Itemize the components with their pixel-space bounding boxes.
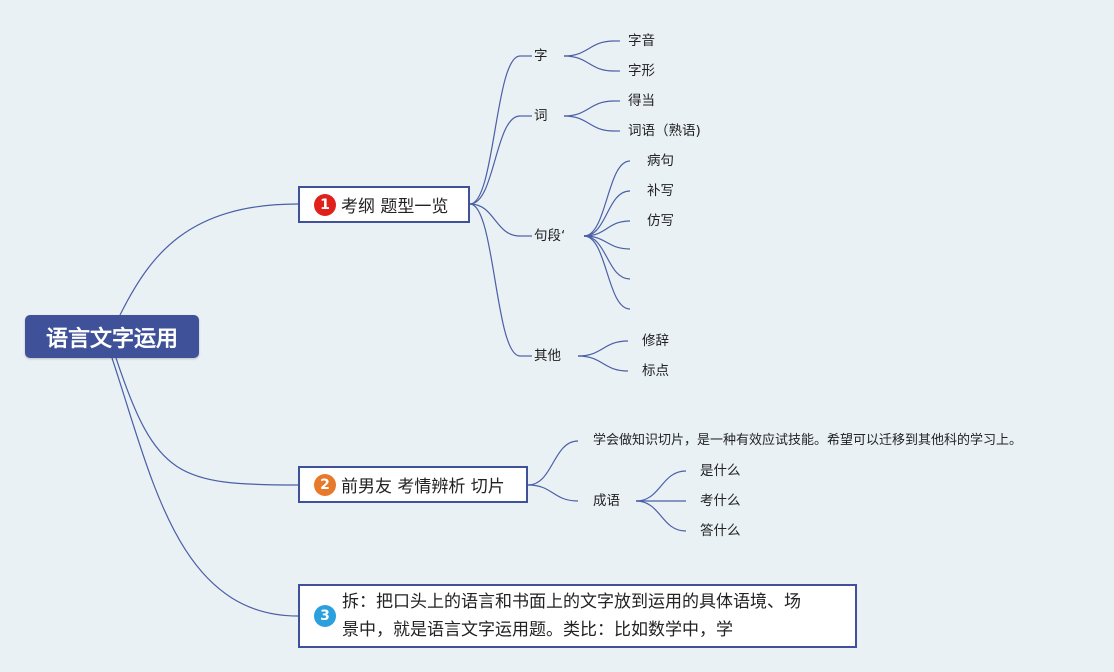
branch-3-number-badge: 3	[314, 605, 336, 627]
topic-qita[interactable]: 其他	[534, 348, 561, 364]
link-juduan-leaf-4	[583, 235, 631, 280]
branch-1-node[interactable]: 1 考纲 题型一览	[298, 186, 470, 223]
link-juduan-leaf-0	[583, 160, 631, 237]
link-zi-ziyin	[563, 40, 615, 57]
link-qita-xiuci	[577, 340, 629, 357]
branch-1-label: 考纲 题型一览	[341, 197, 449, 217]
link-b1-zi	[469, 55, 521, 205]
link-b1-ci	[469, 115, 521, 205]
branch-2-number-badge: 2	[314, 473, 336, 496]
link-b2-chengyu	[527, 484, 579, 502]
leaf-dashenme[interactable]: 答什么	[700, 523, 741, 539]
leaf-zixing[interactable]: 字形	[628, 63, 655, 79]
link-juduan-leaf-5	[583, 235, 631, 310]
topic-zi[interactable]: 字	[534, 48, 548, 64]
leaf-dedang[interactable]: 得当	[628, 93, 655, 109]
link-b1-qita	[469, 203, 521, 357]
branch-2-label: 前男友 考情辨析 切片	[341, 477, 505, 497]
branch-3-text: 拆：把口头上的语言和书面上的文字放到运用的具体语境、场 景中，就是语言文字运用题…	[338, 588, 801, 644]
leaf-kaoshenme[interactable]: 考什么	[700, 493, 741, 509]
branch-3-line-2: 景中，就是语言文字运用题。类比：比如数学中，学	[342, 620, 733, 640]
link-zi-zixing	[563, 55, 615, 72]
link-juduan-leaf-1	[583, 190, 631, 237]
link-chengyu-da	[635, 500, 687, 532]
link-qita-biaodian	[577, 355, 629, 372]
topic-note[interactable]: 学会做知识切片，是一种有效应试技能。希望可以迁移到其他科的学习上。	[593, 433, 1023, 448]
branch-3-node[interactable]: 3 拆：把口头上的语言和书面上的文字放到运用的具体语境、场 景中，就是语言文字运…	[298, 584, 857, 648]
link-juduan-leaf-2	[583, 220, 631, 237]
leaf-fangxie[interactable]: 仿写	[647, 213, 674, 229]
link-chengyu-shi	[635, 470, 687, 502]
link-b2-note	[527, 440, 579, 486]
link-root-branch1	[119, 203, 299, 316]
leaf-bingju[interactable]: 病句	[647, 153, 674, 169]
branch-3-line-1: 拆：把口头上的语言和书面上的文字放到运用的具体语境、场	[342, 592, 801, 612]
leaf-ciyu[interactable]: 词语（熟语)	[628, 123, 701, 139]
link-root-branch2	[115, 357, 299, 486]
leaf-xiuci[interactable]: 修辞	[642, 333, 669, 349]
link-ci-ciyu	[563, 115, 615, 132]
topic-juduan[interactable]: 句段‘	[534, 228, 566, 244]
leaf-shishenme[interactable]: 是什么	[700, 463, 741, 479]
branch-1-number-badge: 1	[314, 193, 336, 216]
link-b1-juduan	[469, 203, 521, 237]
branch-2-node[interactable]: 2 前男友 考情辨析 切片	[298, 466, 528, 503]
topic-ci[interactable]: 词	[534, 108, 548, 124]
link-root-branch3	[111, 357, 299, 617]
link-ci-dedang	[563, 100, 615, 117]
root-node[interactable]: 语言文字运用	[25, 315, 199, 358]
leaf-buxie[interactable]: 补写	[647, 183, 674, 199]
leaf-ziyin[interactable]: 字音	[628, 33, 655, 49]
leaf-biaodian[interactable]: 标点	[642, 363, 669, 379]
topic-chengyu[interactable]: 成语	[593, 493, 620, 509]
